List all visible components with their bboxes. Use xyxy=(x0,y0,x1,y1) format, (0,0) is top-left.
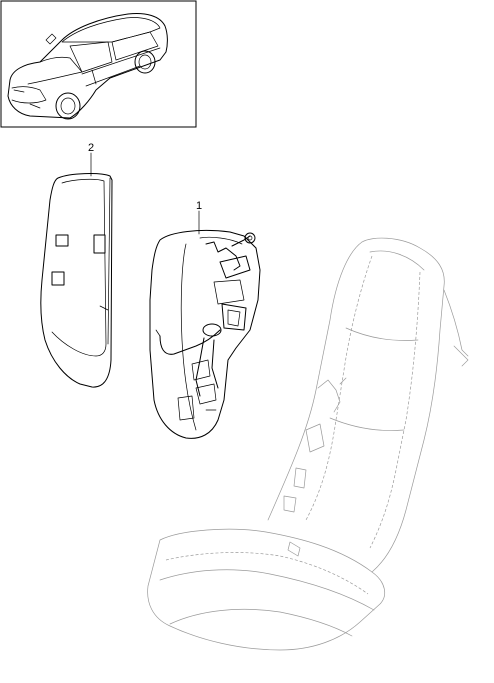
callout-label-1: 1 xyxy=(196,200,202,212)
vehicle-thumbnail xyxy=(0,0,197,128)
callout-2: 2 xyxy=(88,142,94,177)
part-2-side-panel[interactable] xyxy=(40,173,113,388)
callout-1: 1 xyxy=(196,200,202,235)
part-1-side-trim-assembly[interactable] xyxy=(149,229,261,439)
car-illustration xyxy=(7,13,168,120)
seat-outline xyxy=(147,237,469,651)
callout-label-2: 2 xyxy=(88,142,94,154)
